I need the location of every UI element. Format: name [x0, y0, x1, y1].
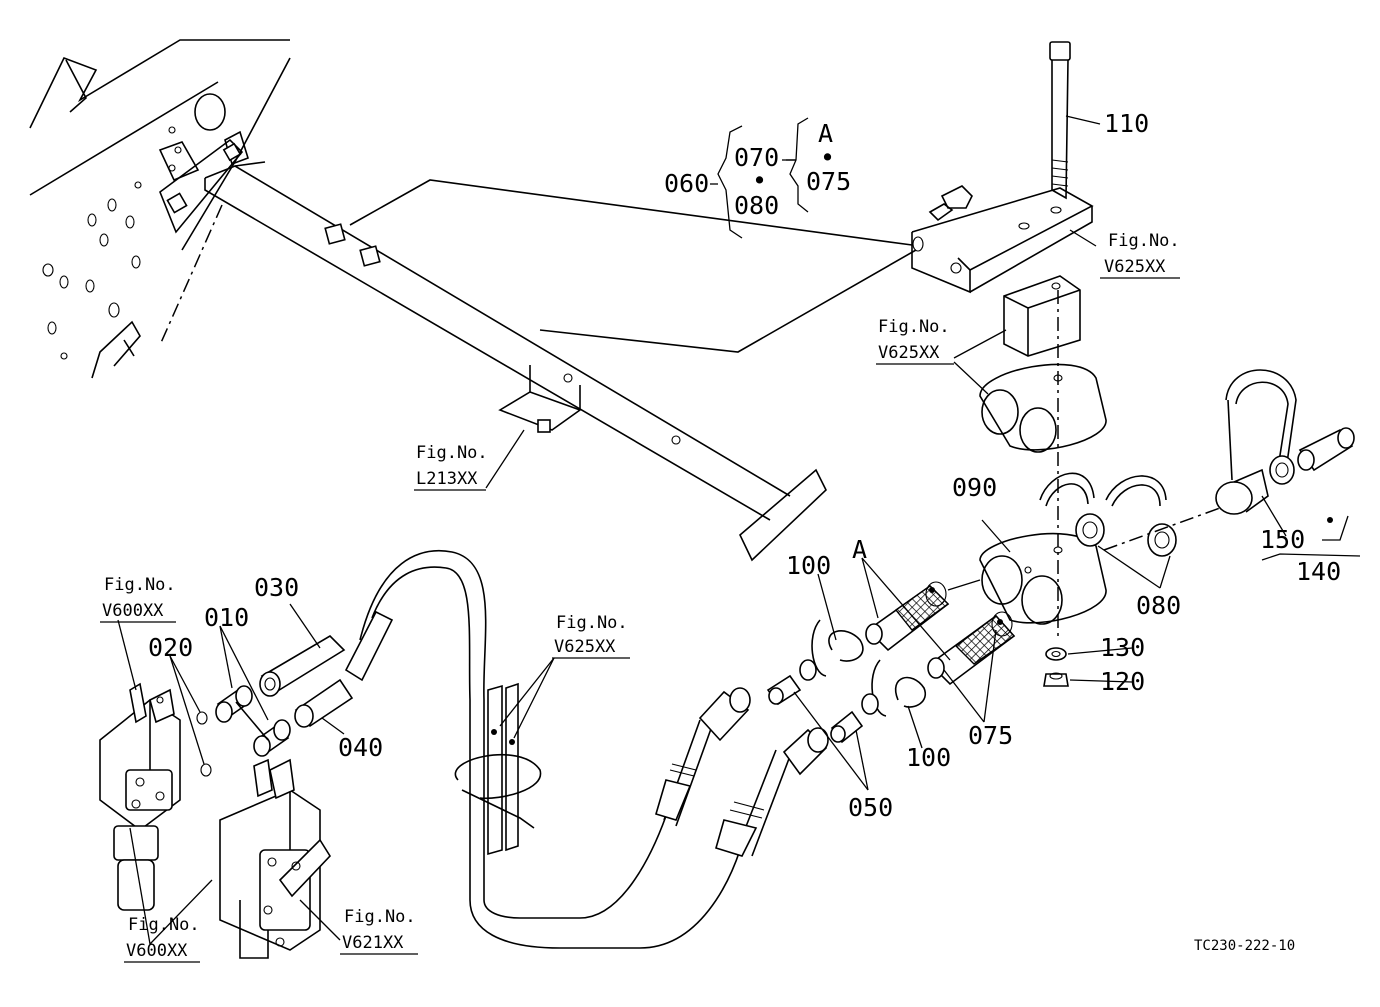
fig-ref-v625-clamp: V625XX	[554, 637, 616, 657]
fig-ref-l213: L213XX	[416, 469, 478, 489]
drawing-number: TC230-222-10	[1194, 938, 1295, 954]
label-110: 110	[1104, 109, 1149, 138]
pin-and-coupler	[1215, 369, 1355, 523]
adapters-050	[766, 659, 879, 744]
label-130: 130	[1100, 633, 1145, 662]
bracket-assembly	[911, 41, 1094, 294]
label-075: 075	[968, 721, 1013, 750]
fig-ref-prefix-block: Fig.No.	[878, 317, 950, 337]
label-090: 090	[952, 473, 997, 502]
fig-ref-v625-block: V625XX	[878, 343, 940, 363]
fig-ref-prefix-l213: Fig.No.	[416, 443, 488, 463]
part-labels: 110 060 070 • 080 A • 075 090 100 A 080 …	[148, 109, 1341, 822]
tractor-frame	[29, 39, 291, 379]
clamp-090	[979, 532, 1107, 625]
label-120: 120	[1100, 667, 1145, 696]
dust-caps-080	[1039, 472, 1221, 557]
fig-ref-v600-top: V600XX	[102, 601, 164, 621]
bullet-a-075: •	[820, 143, 835, 172]
fig-ref-prefix-v621: Fig.No.	[344, 907, 416, 927]
figure-references: Fig.No. V625XX Fig.No. V625XX Fig.No. L2…	[100, 231, 1180, 963]
control-valves	[99, 682, 332, 959]
label-080: 080	[1136, 591, 1181, 620]
label-080-top: 080	[734, 191, 779, 220]
bullet-070-080: •	[752, 166, 767, 195]
fig-ref-prefix-v600-bottom: Fig.No.	[128, 915, 200, 935]
label-030: 030	[254, 573, 299, 602]
mounting-bar	[204, 161, 917, 562]
fig-ref-prefix-v600-top: Fig.No.	[104, 575, 176, 595]
marker-a-mid: A	[852, 535, 867, 564]
label-100-lower: 100	[906, 743, 951, 772]
hoses	[294, 550, 829, 949]
label-070: 070	[734, 143, 779, 172]
hose-clamp	[454, 682, 542, 856]
label-020: 020	[148, 633, 193, 662]
selection-brackets	[710, 117, 809, 239]
nut-washer	[1043, 647, 1069, 687]
label-050: 050	[848, 793, 893, 822]
fittings-left	[196, 634, 346, 777]
fig-ref-prefix-clamp: Fig.No.	[556, 613, 628, 633]
fig-ref-v600-bottom: V600XX	[126, 941, 188, 961]
label-140: 140	[1296, 557, 1341, 586]
marker-a-top: A	[818, 119, 833, 148]
label-150: 150	[1260, 525, 1305, 554]
spacer-block	[1003, 275, 1081, 640]
label-060: 060	[664, 169, 709, 198]
label-100-upper: 100	[786, 551, 831, 580]
label-040: 040	[338, 733, 383, 762]
quick-couplers-075	[865, 579, 1016, 686]
label-010: 010	[204, 603, 249, 632]
circlips-100	[811, 619, 927, 717]
upper-clamp	[979, 363, 1107, 453]
label-075-top: 075	[806, 167, 851, 196]
fig-ref-v621: V621XX	[342, 933, 404, 953]
leader-lines	[117, 115, 1361, 945]
fig-ref-prefix-bracket: Fig.No.	[1108, 231, 1180, 251]
fig-ref-v625-bracket: V625XX	[1104, 257, 1166, 277]
